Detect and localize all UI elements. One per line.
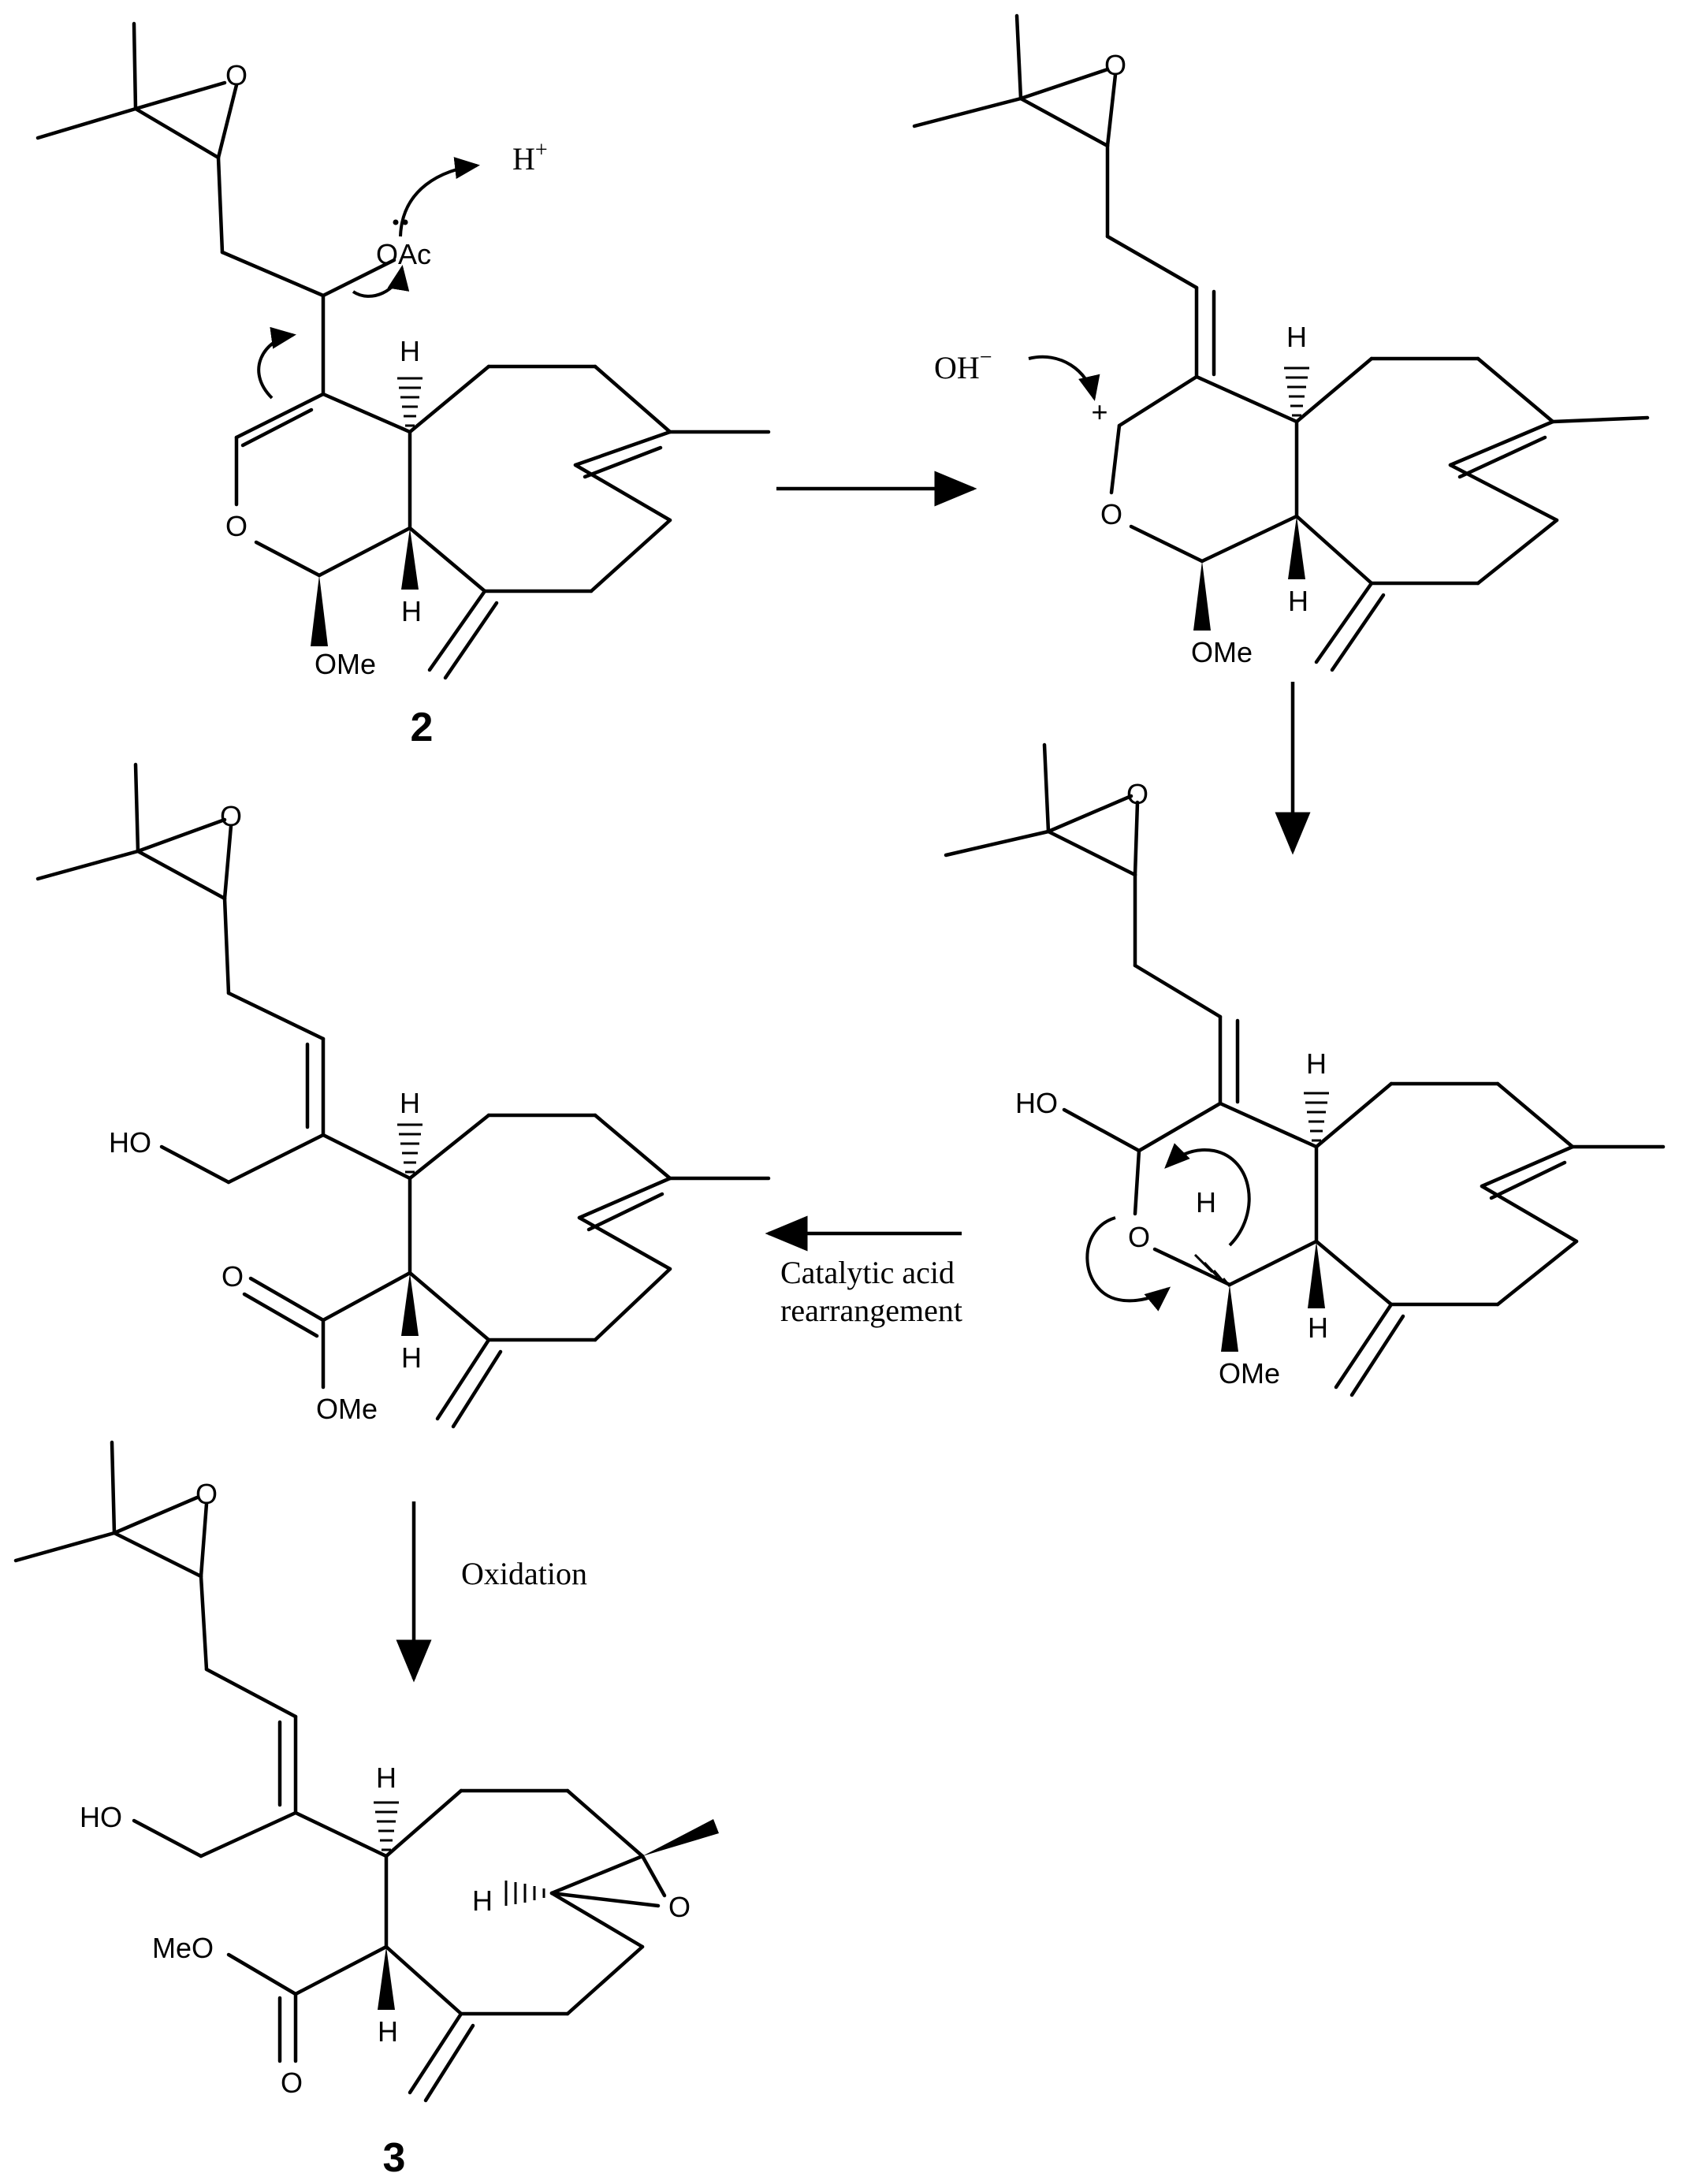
atom-methoxy: OMe	[315, 648, 376, 680]
atom-hydrogen: H	[1306, 1047, 1327, 1080]
atom-hydrogen: H	[1196, 1186, 1216, 1219]
atom-ring-epoxide-o: O	[668, 1891, 691, 1923]
carbocation-charge: +	[1091, 396, 1107, 428]
atom-hydroxyl: HO	[1015, 1087, 1058, 1119]
atom-hydrogen: H	[400, 335, 420, 367]
atom-hydroxyl: HO	[80, 1801, 122, 1833]
molecule-intermediate-3: O HO O OMe H H	[35, 762, 771, 1429]
atom-epoxide-o: O	[225, 59, 248, 91]
atom-epoxide-o: O	[1104, 49, 1126, 81]
atom-epoxide-o: O	[1126, 778, 1148, 810]
atom-epoxide-o: O	[195, 1478, 218, 1510]
molecule-intermediate-1: O O OMe H H OH− +	[912, 13, 1650, 672]
catalytic-label-line1: Catalytic acid	[780, 1255, 955, 1290]
compound-label-3: 3	[383, 2135, 406, 2181]
atom-acetate: OAc	[376, 238, 431, 270]
atom-ring-o: O	[1128, 1221, 1150, 1253]
atom-methoxy-ester: MeO	[152, 1932, 214, 1964]
atom-ring-o: O	[1100, 498, 1122, 530]
atom-hydrogen: H	[376, 1762, 396, 1794]
atom-hydrogen: H	[1308, 1312, 1328, 1344]
atom-hydrogen: H	[472, 1884, 493, 1917]
molecule-2: O OAc O OMe H H H+ 2	[35, 21, 771, 750]
atom-hydrogen: H	[1286, 321, 1307, 353]
proton-label: H+	[512, 138, 548, 177]
atom-methoxy: OMe	[316, 1393, 378, 1425]
catalytic-label-line2: rearrangement	[780, 1293, 962, 1328]
atom-hydroxyl: HO	[109, 1126, 151, 1159]
atom-carbonyl-o: O	[221, 1260, 244, 1293]
atom-hydrogen: H	[378, 2015, 398, 2048]
compound-label-2: 2	[411, 705, 434, 750]
atom-hydrogen: H	[400, 1087, 420, 1119]
atom-hydrogen: H	[401, 595, 422, 627]
atom-methoxy: OMe	[1219, 1357, 1280, 1390]
atom-ring-o: O	[225, 510, 248, 542]
atom-carbonyl-o: O	[281, 2067, 303, 2099]
molecule-intermediate-2: O HO O OMe H H H	[944, 742, 1666, 1397]
hydroxide-label: OH−	[934, 345, 992, 385]
molecule-3: O HO O H H H MeO O 3	[13, 1440, 719, 2181]
atom-hydrogen: H	[1288, 585, 1308, 617]
atom-hydrogen: H	[401, 1341, 422, 1374]
oxidation-label: Oxidation	[461, 1556, 587, 1591]
atom-methoxy: OMe	[1191, 636, 1253, 668]
atom-epoxide-o: O	[220, 800, 242, 832]
